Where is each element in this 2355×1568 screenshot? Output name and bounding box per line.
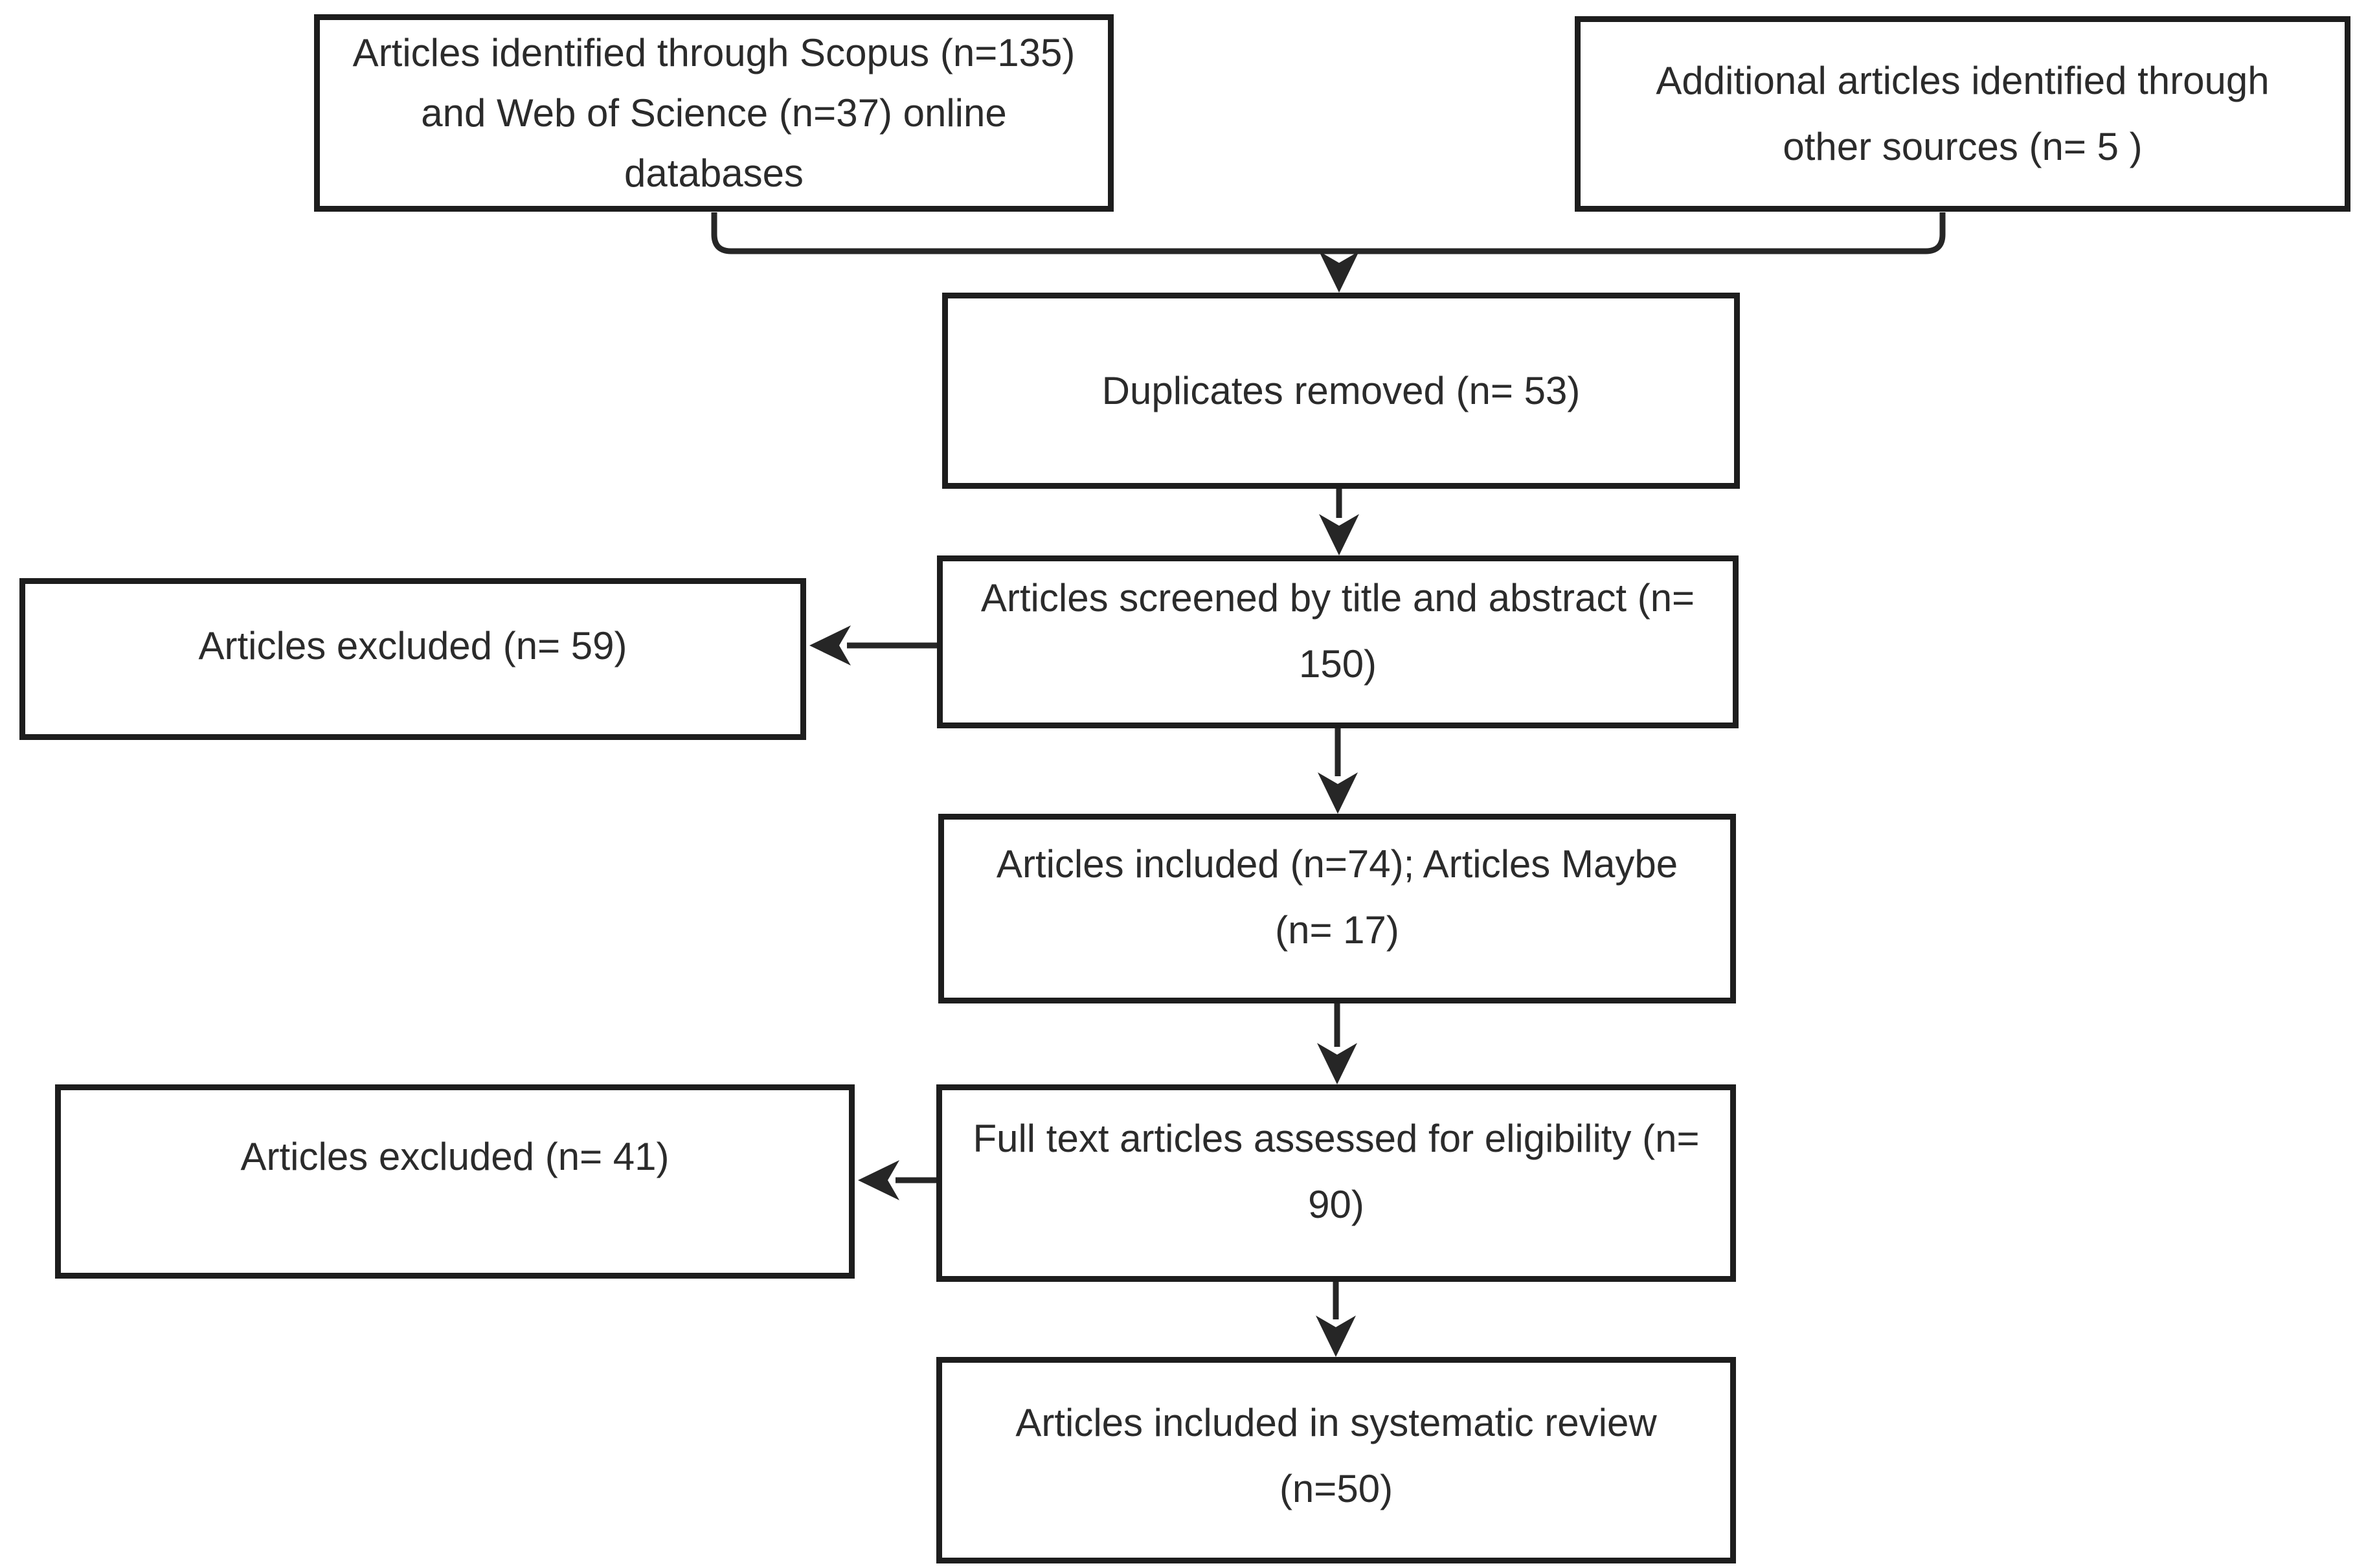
arrow-included-maybe-to-fulltext — [1317, 1003, 1357, 1084]
arrow-screened-to-excluded — [809, 625, 937, 666]
node-articles-screened: Articles screened by title and abstract … — [937, 555, 1739, 728]
node-duplicates-removed: Duplicates removed (n= 53) — [942, 293, 1740, 489]
node-articles-included-maybe: Articles included (n=74); Articles Maybe… — [938, 814, 1736, 1003]
node-articles-identified-databases: Articles identified through Scopus (n=13… — [314, 14, 1114, 212]
node-included-systematic-review: Articles included in systematic review (… — [936, 1357, 1736, 1563]
arrow-screened-to-included-maybe — [1318, 728, 1358, 814]
arrow-duplicates-to-screened — [1319, 489, 1359, 555]
node-additional-articles-other-sources: Additional articles identified through o… — [1575, 16, 2350, 212]
node-articles-excluded-screening: Articles excluded (n= 59) — [19, 578, 806, 740]
arrow-fulltext-to-excluded — [858, 1160, 936, 1200]
node-fulltext-assessed: Full text articles assessed for eligibil… — [936, 1084, 1736, 1282]
node-articles-excluded-fulltext: Articles excluded (n= 41) — [55, 1084, 855, 1279]
arrow-sources-to-duplicates — [711, 212, 1946, 293]
arrow-fulltext-to-included-review — [1316, 1282, 1356, 1357]
